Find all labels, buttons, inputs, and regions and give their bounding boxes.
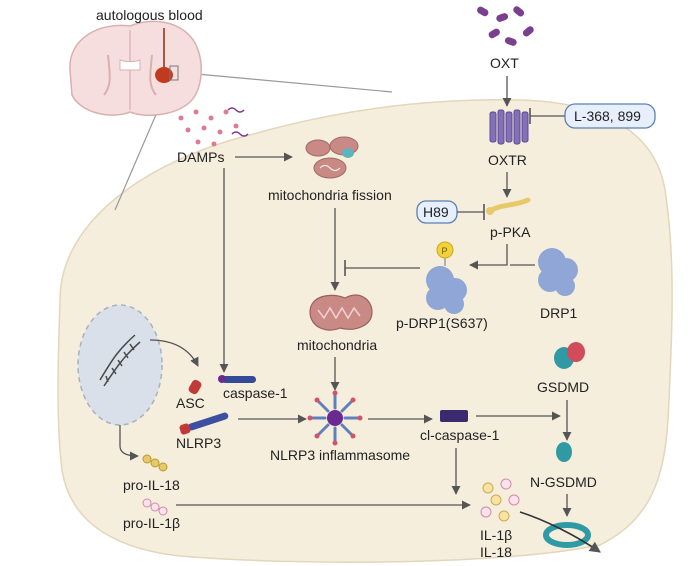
antagonist-label: L-368, 899 <box>574 108 641 124</box>
hemorrhage-blot <box>155 67 173 83</box>
mitochondria-icon <box>309 294 373 331</box>
cl-caspase1-label: cl-caspase-1 <box>420 427 500 443</box>
asc-icon <box>188 379 202 395</box>
damps-label: DAMPs <box>177 149 224 165</box>
damps-icon <box>178 109 239 147</box>
nucleus <box>77 304 163 426</box>
nlrp3-icon <box>179 412 229 435</box>
gsdmd-label: GSDMD <box>537 379 589 395</box>
antagonist-pill <box>564 103 656 129</box>
ppka-label: p-PKA <box>490 224 531 240</box>
mito-fission-label: mitochondria fission <box>268 187 392 203</box>
il1b-label: IL-1β <box>480 527 512 543</box>
pro-il1b-icon <box>142 498 168 516</box>
autologous-blood-label: autologous blood <box>96 7 203 23</box>
oxt-label: OXT <box>490 55 519 71</box>
pro-il1b-label: pro-IL-1β <box>123 515 180 531</box>
ngsdmd-icon <box>556 442 572 462</box>
pdrp1-label: p-DRP1(S637) <box>396 315 488 331</box>
il18-label: IL-18 <box>480 544 512 560</box>
oxt-molecules <box>477 6 534 46</box>
gsdmd-icon <box>554 342 585 369</box>
caspase1-icon <box>218 375 256 383</box>
inflammasome-icon <box>307 390 363 446</box>
h89-label: H89 <box>423 204 449 220</box>
ppka-icon <box>486 197 531 215</box>
cl-caspase1-icon <box>440 410 468 422</box>
damps-squiggle <box>227 107 245 113</box>
arrow-il-release <box>519 511 601 553</box>
oxtr-receptor-icon <box>489 109 529 145</box>
dna-icon <box>99 334 141 387</box>
ngsdmd-label: N-GSDMD <box>530 474 597 490</box>
zoom-line-top <box>174 71 393 93</box>
pro-il18-icon <box>142 454 168 472</box>
gsdmd-pore-icon <box>543 522 591 548</box>
asc-label: ASC <box>176 395 205 411</box>
arrow-nucleus-proil <box>119 425 139 461</box>
phospho-marker-label: P <box>442 246 448 256</box>
nlrp3-label: NLRP3 <box>176 435 221 451</box>
damps-squiggle <box>231 131 249 137</box>
phospho-marker <box>436 241 454 259</box>
pro-il18-label: pro-IL-18 <box>123 477 180 493</box>
caspase1-label: caspase-1 <box>223 385 288 401</box>
drp1-icon <box>538 248 578 296</box>
pdrp1-icon <box>426 266 467 314</box>
cell-membrane <box>57 99 673 563</box>
mature-il-icons <box>480 478 520 522</box>
arrow-nucleus-caspase <box>149 339 199 367</box>
inflammasome-label: NLRP3 inflammasome <box>270 447 410 463</box>
mitochondria-label: mitochondria <box>297 337 377 353</box>
mitochondria-fission-icon <box>305 136 359 179</box>
arrow-ppka-pdrp1 <box>469 244 508 270</box>
brain-illustration <box>69 20 202 116</box>
drp1-label: DRP1 <box>540 305 578 321</box>
oxtr-label: OXTR <box>488 152 527 168</box>
